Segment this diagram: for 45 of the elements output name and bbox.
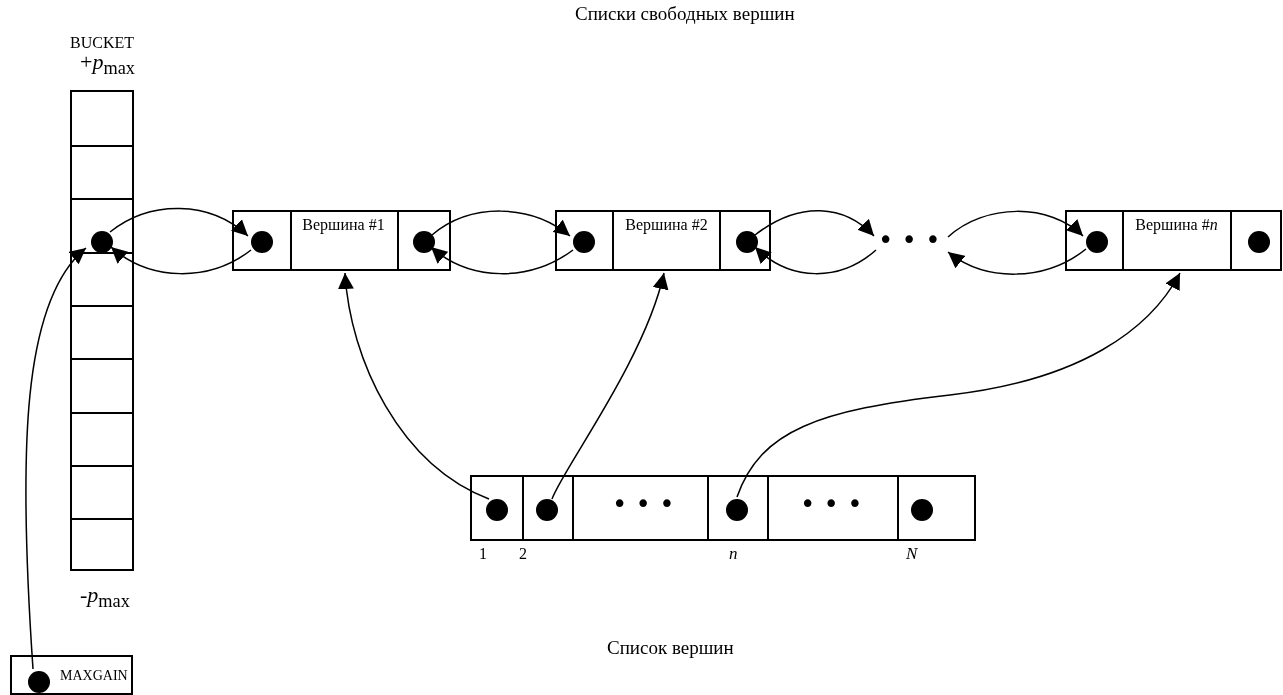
- arrow: [736, 272, 1181, 498]
- dot: [251, 231, 273, 253]
- arrow: [947, 248, 1087, 275]
- arrow: [430, 246, 574, 275]
- ellipsis-text: • • •: [878, 226, 941, 255]
- ellipsis-text: • • •: [612, 490, 675, 519]
- box-label: MAXGAIN: [60, 668, 128, 684]
- arrow: [109, 207, 249, 237]
- arrow: [431, 210, 571, 237]
- dot: [726, 499, 748, 521]
- maxgain-box: [10, 655, 133, 695]
- arrow: [551, 272, 668, 500]
- record-label: Вершина #n: [1134, 216, 1219, 234]
- diagram-caption: Список вершин: [607, 638, 734, 659]
- record-box: [1065, 210, 1282, 271]
- array-heading: BUCKET: [70, 34, 134, 52]
- vertex-list-array: [470, 475, 976, 541]
- arrow: [754, 246, 877, 275]
- record-label: Вершина #2: [624, 216, 709, 234]
- index-label: n: [729, 545, 738, 564]
- record-label: Вершина #1: [301, 216, 386, 234]
- dot: [1248, 231, 1270, 253]
- index-label: 2: [519, 545, 527, 563]
- index-label: N: [906, 545, 918, 564]
- arrow: [110, 246, 252, 275]
- ellipsis-text: • • •: [800, 490, 863, 519]
- pmax-label: -p$_{max}$: [80, 583, 130, 612]
- dot: [736, 231, 758, 253]
- arrow: [338, 272, 490, 500]
- dot: [1086, 231, 1108, 253]
- arrow: [25, 247, 87, 670]
- record-box: [232, 210, 451, 271]
- dot: [91, 231, 113, 253]
- dot: [911, 499, 933, 521]
- diagram-title: Списки свободных вершин: [575, 4, 795, 25]
- dot: [413, 231, 435, 253]
- arrow: [754, 210, 875, 237]
- dot: [486, 499, 508, 521]
- dot: [28, 671, 50, 693]
- dot: [536, 499, 558, 521]
- index-label: 1: [479, 545, 487, 563]
- dot: [573, 231, 595, 253]
- pmax-label: +p$_{max}$: [80, 50, 135, 79]
- record-box: [555, 210, 771, 271]
- arrow: [947, 210, 1084, 238]
